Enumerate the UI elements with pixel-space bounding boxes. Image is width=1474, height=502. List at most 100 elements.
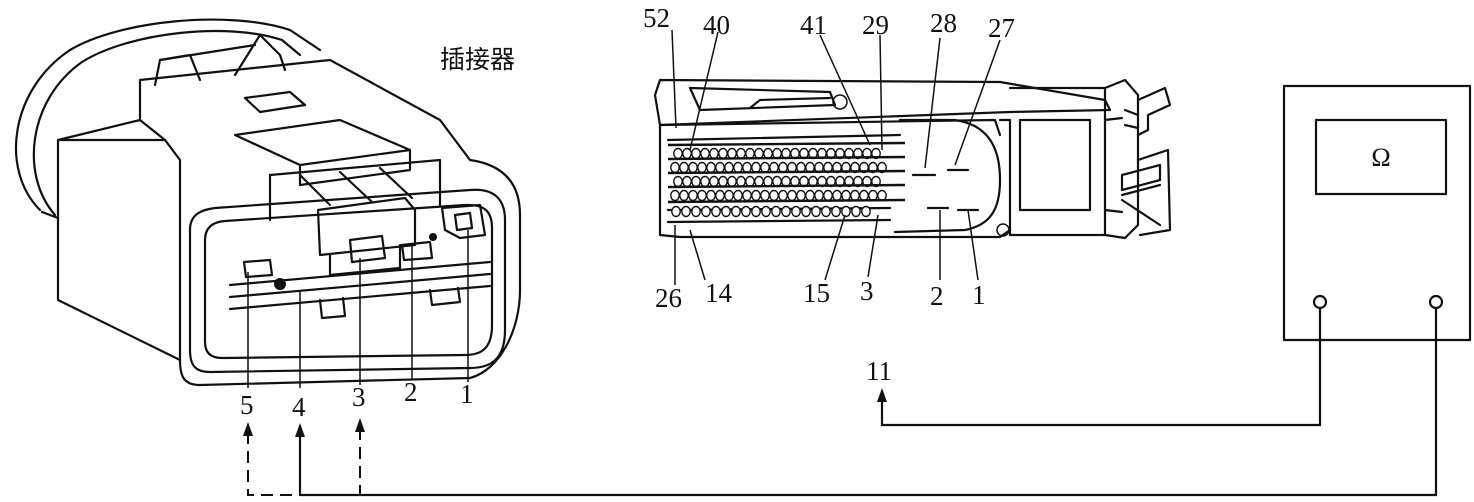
- ecu-pin: [754, 147, 764, 160]
- ecu-pin: [706, 161, 716, 174]
- ecu-pin: [679, 189, 689, 202]
- ohmmeter-display: [1314, 118, 1448, 196]
- ecu-pin: [771, 205, 781, 218]
- ecu-pin: [709, 147, 719, 160]
- ecu-pin: [706, 189, 716, 202]
- ecu-pin: [831, 205, 841, 218]
- ecu-pin: [711, 205, 721, 218]
- ecu-pin: [709, 175, 719, 188]
- ecu-pin: [751, 161, 761, 174]
- ohmmeter-probe-jack-right: [1428, 294, 1444, 310]
- ecu-pin: [688, 161, 698, 174]
- ecu-pin: [769, 189, 779, 202]
- ecu-label-14: 14: [705, 278, 733, 308]
- ohmmeter: [1282, 84, 1472, 342]
- ecu-label-41: 41: [800, 10, 827, 40]
- ecu-pin: [745, 175, 755, 188]
- ohmmeter-body: [1282, 84, 1472, 342]
- ecu-pin: [697, 189, 707, 202]
- ecu-pin: [691, 205, 701, 218]
- terminal-label-11: 11: [866, 356, 892, 386]
- ecu-contact-bar: [667, 169, 906, 175]
- ecu-contact-bar: [667, 198, 906, 204]
- ecu-label-1: 1: [972, 280, 986, 310]
- ecu-pin: [679, 161, 689, 174]
- ecu-pin: [787, 189, 797, 202]
- ecu-label-27: 27: [988, 13, 1015, 43]
- ecu-pin: [682, 175, 692, 188]
- ecu-pin: [700, 147, 710, 160]
- ecu-pin: [697, 161, 707, 174]
- ecu-pin: [859, 189, 869, 202]
- ecu-pin: [821, 205, 831, 218]
- ecu-pin: [823, 189, 833, 202]
- ecu-pin: [796, 189, 806, 202]
- ecu-pin: [851, 205, 861, 218]
- ecu-pin: [701, 205, 711, 218]
- ecu-pin: [691, 147, 701, 160]
- ecu-label-2: 2: [930, 281, 944, 311]
- ecu-pin: [715, 189, 725, 202]
- ecu-pin: [731, 205, 741, 218]
- ecu-pin: [688, 189, 698, 202]
- pin-label-5: 5: [240, 390, 254, 420]
- ecu-pin: [736, 147, 746, 160]
- connector-title: 插接器: [440, 45, 515, 74]
- ecu-pin: [733, 161, 743, 174]
- ecu-pin: [841, 189, 851, 202]
- ecu-pin: [741, 205, 751, 218]
- ecu-pin: [721, 205, 731, 218]
- pin-label-2: 2: [404, 377, 418, 407]
- ecu-label-26: 26: [655, 283, 682, 313]
- ecu-pin: [760, 189, 770, 202]
- ecu-pin: [673, 147, 683, 160]
- ecu-pin: [871, 175, 881, 188]
- ecu-pin: [670, 189, 680, 202]
- ecu-pin: [724, 189, 734, 202]
- ecu-pin: [718, 147, 728, 160]
- connector-drawing: [14, 18, 522, 388]
- ecu-pin: [751, 205, 761, 218]
- ecu-pin: [691, 175, 701, 188]
- pin-label-4: 4: [292, 392, 306, 422]
- ecu-pin: [850, 189, 860, 202]
- ecu-pin: [718, 175, 728, 188]
- connector-pin-labels: 5 4 3 2 1: [240, 377, 474, 422]
- ecu-top-labels: 52 40 41 29 28 27: [643, 3, 1015, 43]
- ecu-pin: [727, 147, 737, 160]
- ecu-pin: [811, 205, 821, 218]
- ecu-leader-lines: [671, 29, 1001, 285]
- ecu-pin: [736, 175, 746, 188]
- ecu-pin: [861, 205, 871, 218]
- ecu-pin: [733, 189, 743, 202]
- ecu-pin: [801, 205, 811, 218]
- ecu-pin: [700, 175, 710, 188]
- ecu-label-3: 3: [860, 276, 874, 306]
- ecu-pin: [724, 161, 734, 174]
- ecu-contact-bar: [667, 155, 906, 161]
- ecu-pin: [814, 189, 824, 202]
- ecu-pin: [670, 161, 680, 174]
- pin-label-3: 3: [352, 382, 366, 412]
- ecu-pin: [871, 147, 881, 160]
- ohm-symbol: Ω: [1371, 143, 1390, 172]
- ecu-label-15: 15: [803, 278, 830, 308]
- ecu-contact-bar: [667, 141, 906, 147]
- ecu-label-40: 40: [703, 10, 730, 40]
- ecu-pin: [761, 205, 771, 218]
- ecu-contact-bar: [667, 183, 906, 189]
- ecu-small-terminals: [911, 168, 980, 212]
- ecu-pin: [682, 147, 692, 160]
- ecu-pin-field: [667, 141, 906, 218]
- ecu-pin: [745, 147, 755, 160]
- ecu-pin: [778, 189, 788, 202]
- ecu-pin: [742, 161, 752, 174]
- ecu-label-28: 28: [930, 8, 957, 38]
- ecu-pin: [868, 189, 878, 202]
- test-wiring: [243, 308, 1438, 497]
- ecu-label-52: 52: [643, 3, 670, 33]
- ecu-pin: [681, 205, 691, 218]
- ohmmeter-probe-jack-left: [1312, 294, 1328, 310]
